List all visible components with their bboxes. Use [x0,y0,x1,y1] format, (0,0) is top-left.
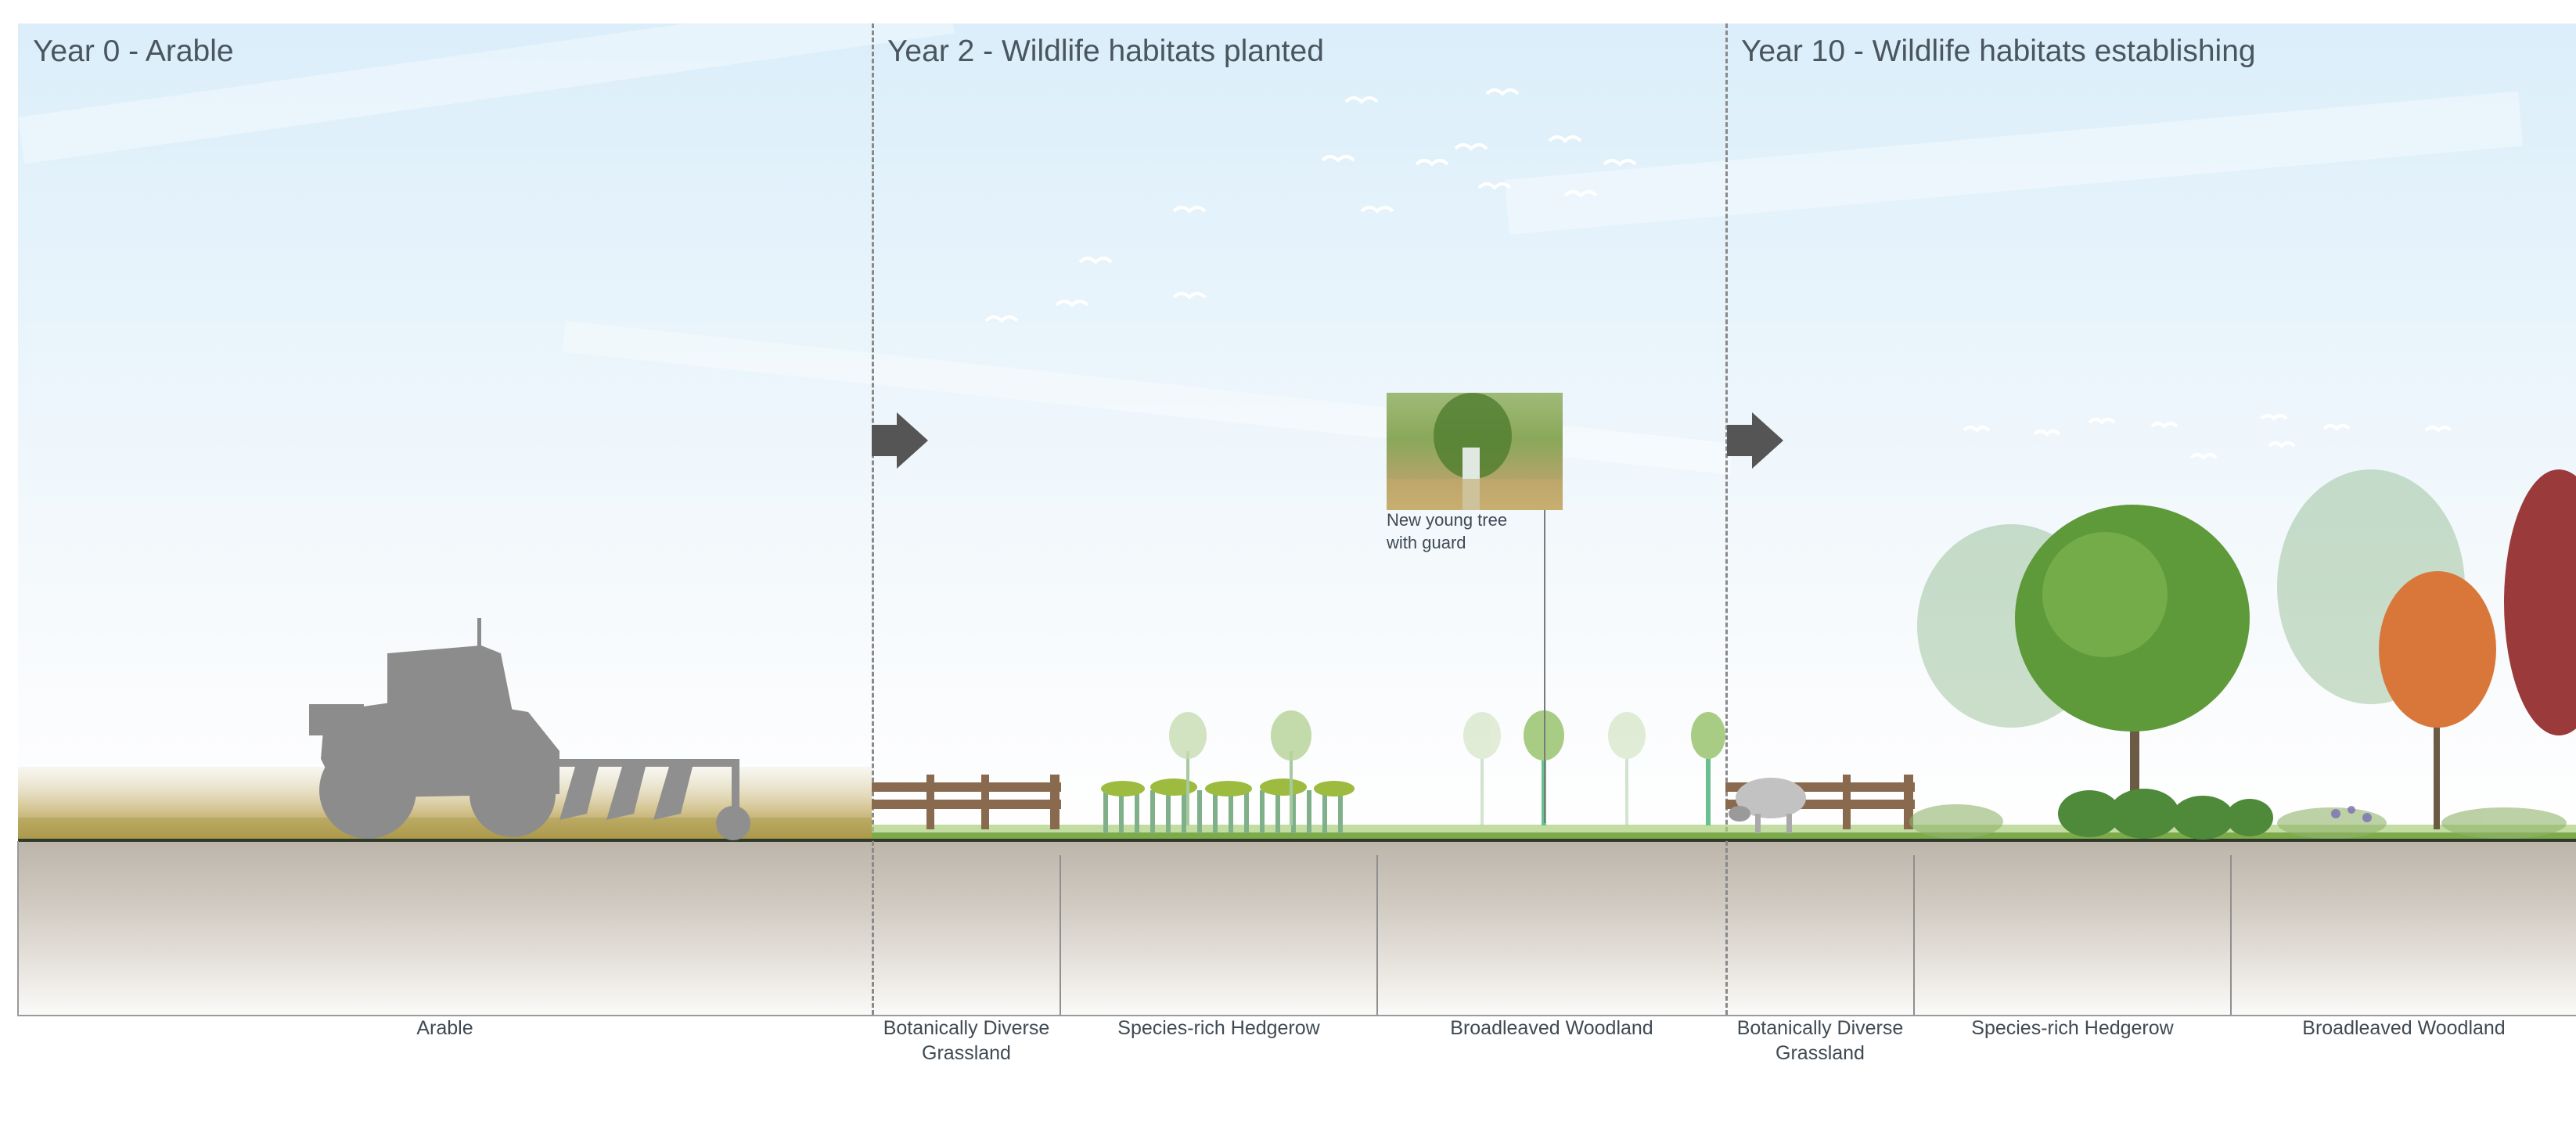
bird [2088,418,2116,425]
bird [1485,88,1520,96]
callout-leader-line [1544,510,1545,823]
zone-label-arable: Arable [416,1017,473,1039]
photo-caption-line-1: New young tree [1387,510,1508,530]
plough [559,759,750,840]
bird [1563,190,1598,198]
hedgerow-whips [1101,778,1355,833]
photo-caption: New young tree with guard [1387,509,1507,554]
bird-flock [984,88,1637,323]
bird [2150,422,2178,429]
arrow-right-icon [1727,412,1783,469]
zone-divider [2230,855,2232,1015]
sheep [1729,778,1806,833]
bird [2268,441,2296,448]
zone-divider [1376,855,1378,1015]
tree [2379,571,2496,829]
bird [1454,143,1488,151]
young-trees [1169,710,1725,825]
section-baseline [18,1015,2576,1016]
bird [2189,453,2218,460]
tree [2504,469,2576,735]
bird-flock [1963,414,2452,460]
hedgerow [2058,789,2273,840]
bird [1477,182,1512,190]
zone-label-woodland: Broadleaved Woodland [2302,1017,2506,1039]
bird [1548,135,1582,143]
fence [872,775,1061,829]
bird [1172,292,1207,300]
bird [1078,257,1113,264]
tree-guard [1169,712,1207,825]
bird [1321,155,1355,163]
zone-label-woodland: Broadleaved Woodland [1450,1017,1653,1039]
zone-label-hedgerow: Species-rich Hedgerow [1971,1017,2174,1039]
panel-divider [872,23,874,1015]
soil-section [18,841,2576,1015]
bird [2033,430,2061,437]
bird [1360,206,1394,214]
tractor-silhouette [309,618,750,840]
zone-label-grassland: Botanically Diverse Grassland [883,1017,1050,1064]
sky-streak [18,0,955,164]
panel-title-year-0: Year 0 - Arable [33,34,234,68]
section-left-edge [17,841,19,1016]
zone-divider [1913,855,1915,1015]
young-tree-photo [1387,393,1563,510]
bird [2322,424,2351,431]
zone-label-hedgerow: Species-rich Hedgerow [1117,1017,1320,1039]
bird [984,315,1019,323]
zone-label-grassland: Botanically Diverse Grassland [1736,1017,1904,1064]
bird [1415,159,1449,167]
woodland-and-hedgerow [1909,469,2576,840]
bird [1172,206,1207,214]
panel-divider [1725,23,1728,1015]
photo-caption-line-2: with guard [1387,533,1466,552]
bird [1963,426,1991,433]
tree-guard [1387,393,1563,510]
tree [2015,505,2250,829]
bird [1603,159,1637,167]
bird [1344,96,1379,104]
bird [2260,414,2288,421]
arrow-right-icon [872,412,928,469]
bird [2424,426,2452,433]
zone-divider [1060,855,1061,1015]
ground-surface-line [18,838,2576,842]
grass-strip [872,825,1725,839]
bird [1055,300,1089,307]
panel-title-year-10: Year 10 - Wildlife habitats establishing [1741,34,2256,68]
panel-title-year-2: Year 2 - Wildlife habitats planted [887,34,1324,68]
